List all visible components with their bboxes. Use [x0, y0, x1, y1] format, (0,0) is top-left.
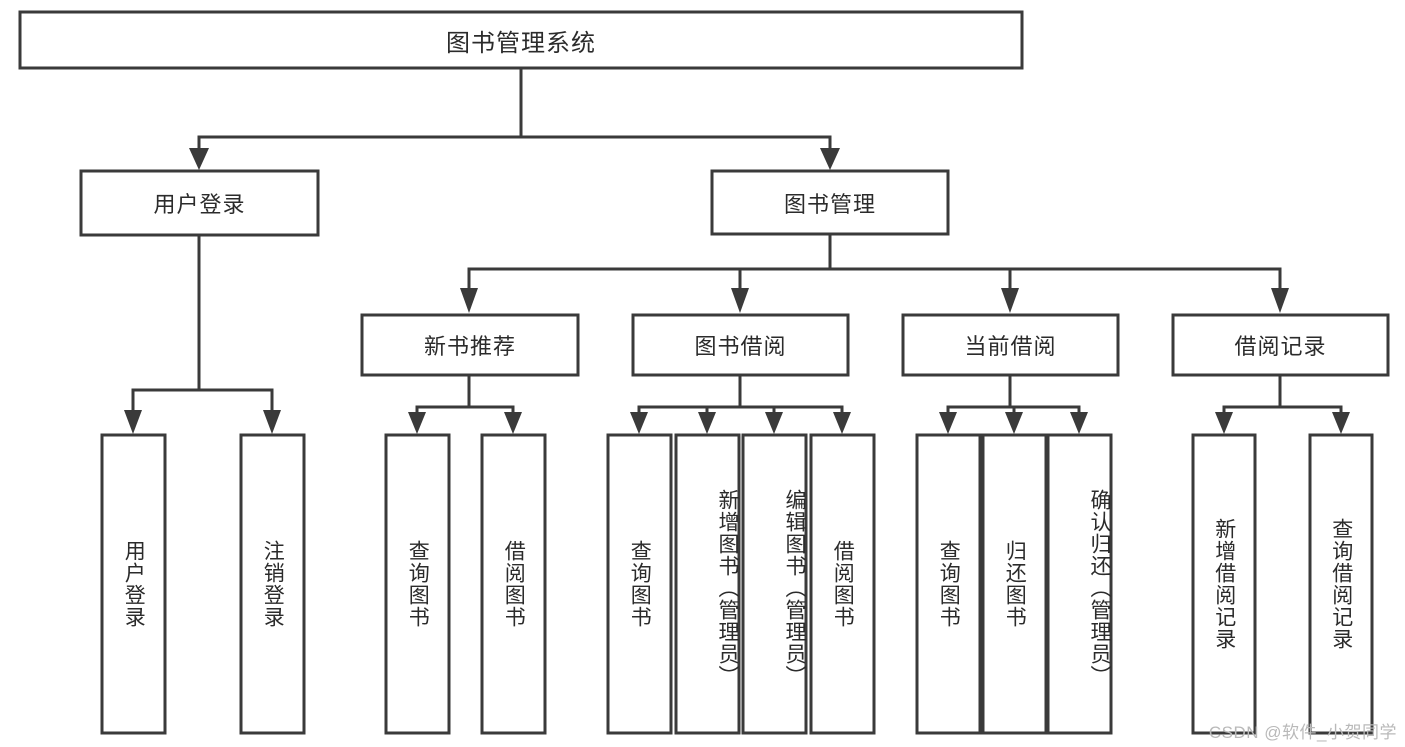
arrowhead-leaf-query-book-1 — [408, 412, 426, 434]
arrowhead-leaf-query-book-3 — [939, 412, 957, 434]
watermark-text: CSDN @软件_小贺同学 — [1208, 723, 1397, 742]
arrowhead-leaf-query-book-2 — [630, 412, 648, 434]
node-box-leaf-user-logout[interactable] — [239, 433, 306, 735]
arrowhead-leaf-add-book — [698, 412, 716, 434]
connector-group — [124, 66, 1350, 434]
node-box-leaf-edit-book[interactable] — [741, 433, 808, 735]
arrowhead-leaf-borrow-book-2 — [833, 412, 851, 434]
node-box-root[interactable] — [18, 10, 1024, 70]
node-box-leaf-user-login[interactable] — [100, 433, 167, 735]
node-box-leaf-borrow-book-1[interactable] — [480, 433, 547, 735]
arrowhead-borrow-record — [1271, 288, 1289, 313]
arrowhead-leaf-user-logout — [263, 410, 281, 434]
node-box-leaf-confirm-return[interactable] — [1046, 433, 1113, 735]
node-box-leaf-add-book[interactable] — [674, 433, 741, 735]
node-box-leaf-add-record[interactable] — [1191, 433, 1257, 735]
node-box-leaf-query-book-3[interactable] — [915, 433, 982, 735]
node-box-current-borrow[interactable] — [901, 313, 1120, 377]
node-box-leaf-query-record[interactable] — [1308, 433, 1374, 735]
node-box-book-manage[interactable] — [710, 169, 950, 236]
arrowhead-leaf-confirm-return — [1070, 412, 1088, 434]
arrowhead-leaf-user-login — [124, 410, 142, 434]
arrowhead-user-login — [189, 148, 209, 170]
arrowhead-leaf-query-record — [1332, 412, 1350, 434]
node-box-user-login[interactable] — [79, 169, 320, 237]
arrowhead-leaf-return-book — [1005, 412, 1023, 434]
arrowhead-leaf-add-record — [1215, 412, 1233, 434]
node-box-leaf-query-book-2[interactable] — [606, 433, 673, 735]
arrowhead-leaf-edit-book — [765, 412, 783, 434]
arrowhead-book-manage — [820, 148, 840, 170]
arrowhead-current-borrow — [1001, 288, 1019, 313]
node-box-leaf-borrow-book-2[interactable] — [809, 433, 876, 735]
node-box-book-borrow[interactable] — [631, 313, 850, 377]
node-box-leaf-query-book-1[interactable] — [384, 433, 451, 735]
arrowhead-new-book-recommend — [460, 288, 478, 313]
node-box-new-book-recommend[interactable] — [360, 313, 580, 377]
arrowhead-leaf-borrow-book-1 — [504, 412, 522, 434]
arrowhead-book-borrow — [731, 288, 749, 313]
node-box-group — [18, 10, 1390, 735]
node-box-leaf-return-book[interactable] — [981, 433, 1048, 735]
node-box-borrow-record[interactable] — [1171, 313, 1390, 377]
